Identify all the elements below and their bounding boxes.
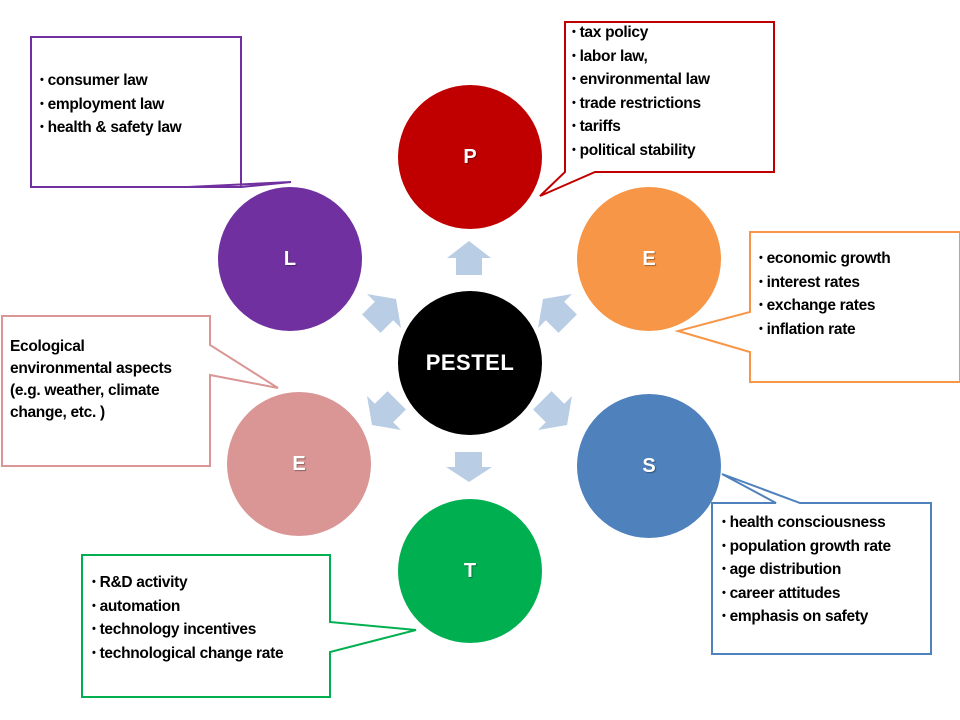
- circle-legal-letter: L: [283, 247, 297, 270]
- circle-social: S: [577, 394, 721, 538]
- callout-environmental: [1, 315, 279, 467]
- text-line: change, etc. ): [10, 404, 105, 421]
- arrow-upper-left: [362, 294, 401, 333]
- technological-list: R&D activity automation technology incen…: [92, 572, 284, 667]
- list-item: economic growth: [759, 248, 891, 272]
- circle-center: PESTEL: [398, 291, 542, 435]
- circle-environmental-letter: E: [292, 452, 306, 475]
- list-item: technology incentives: [92, 619, 283, 643]
- political-list: tax policy labor law, environmental law …: [572, 22, 710, 163]
- text-line: environmental aspects: [10, 360, 172, 377]
- circle-technological: T: [398, 499, 542, 643]
- list-item: tax policy: [572, 22, 710, 46]
- list-item: exchange rates: [759, 295, 890, 319]
- arrow-lower-left: [367, 391, 406, 430]
- economic-list: economic growth interest rates exchange …: [759, 248, 891, 343]
- technological-text: R&D activity automation technology incen…: [92, 572, 284, 667]
- arrow-down: [446, 452, 492, 482]
- circle-economic: E: [577, 187, 721, 331]
- list-item: population growth rate: [722, 536, 892, 560]
- circle-social-letter: S: [642, 454, 656, 477]
- social-text: health consciousness population growth r…: [722, 512, 892, 630]
- list-item: employment law: [40, 94, 181, 118]
- list-item: tariffs: [572, 116, 710, 140]
- list-item: R&D activity: [92, 572, 283, 596]
- legal-list: consumer law employment law health & saf…: [40, 70, 182, 141]
- economic-text: economic growth interest rates exchange …: [759, 248, 891, 343]
- circle-political: P: [398, 85, 542, 229]
- circle-environmental: E: [227, 392, 371, 536]
- legal-text: consumer law employment law health & saf…: [40, 70, 182, 141]
- list-item: health & safety law: [40, 117, 182, 141]
- list-item: inflation rate: [759, 319, 890, 343]
- list-item: trade restrictions: [572, 93, 710, 117]
- list-item: age distribution: [722, 559, 891, 583]
- circle-legal: L: [218, 187, 362, 331]
- text-line: Ecological: [10, 338, 85, 355]
- list-item: automation: [92, 596, 283, 620]
- diagram-title: PESTEL: [425, 350, 515, 375]
- arrow-up: [447, 241, 491, 275]
- list-item: technological change rate: [92, 643, 284, 667]
- text-line: (e.g. weather, climate: [10, 382, 160, 399]
- list-item: political stability: [572, 140, 710, 164]
- circle-technological-letter: T: [463, 559, 477, 582]
- list-item: career attitudes: [722, 583, 891, 607]
- social-list: health consciousness population growth r…: [722, 512, 892, 630]
- circle-economic-letter: E: [642, 247, 656, 270]
- list-item: health consciousness: [722, 512, 891, 536]
- list-item: emphasis on safety: [722, 606, 891, 630]
- list-item: consumer law: [40, 70, 181, 94]
- list-item: labor law,: [572, 46, 710, 70]
- list-item: environmental law: [572, 69, 710, 93]
- circle-political-letter: P: [463, 145, 477, 168]
- environmental-text: Ecological environmental aspects (e.g. w…: [10, 336, 172, 424]
- political-text: tax policy labor law, environmental law …: [572, 22, 710, 163]
- list-item: interest rates: [759, 272, 890, 296]
- arrow-upper-right: [538, 294, 577, 333]
- arrow-lower-right: [533, 391, 572, 430]
